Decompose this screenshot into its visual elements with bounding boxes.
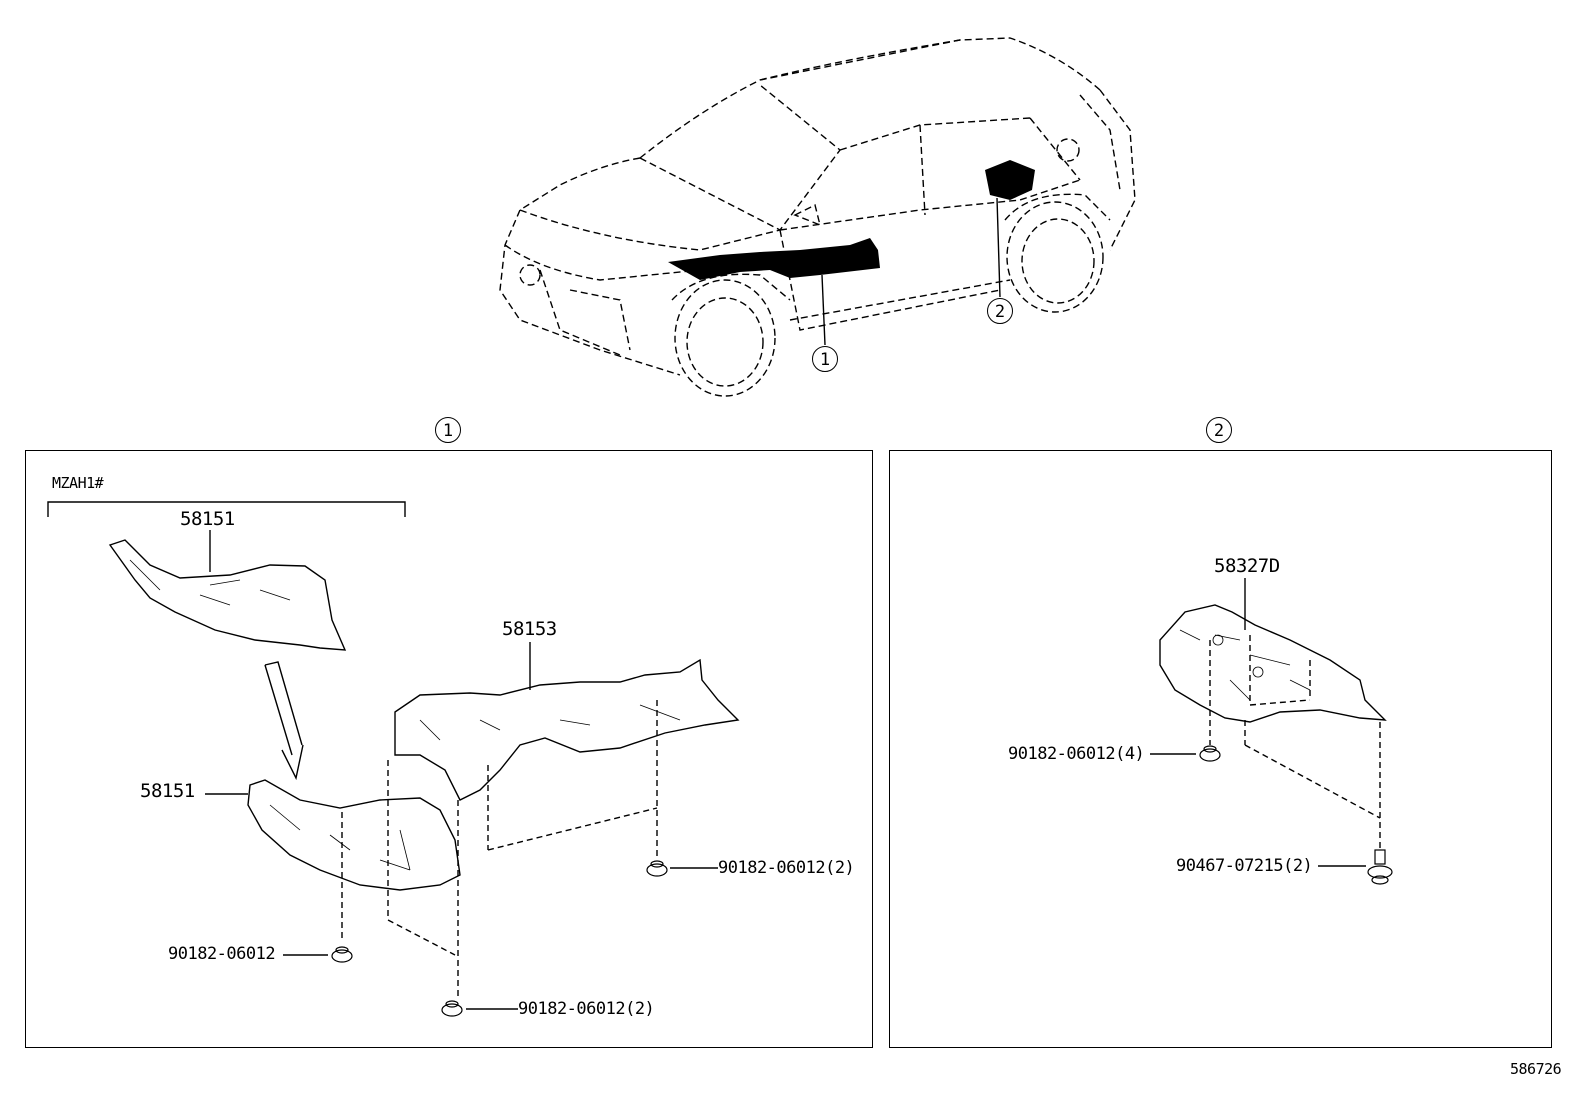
part-58327d-shape xyxy=(1159,604,1387,723)
vehicle-outline xyxy=(499,37,1136,397)
group-label-mzah1: MZAH1# xyxy=(52,474,104,492)
callout-2-vehicle[interactable]: 2 xyxy=(987,298,1013,324)
highlight-area-2 xyxy=(985,160,1035,200)
part-label-58151-lower[interactable]: 58151 xyxy=(140,780,195,802)
nut-icons-left xyxy=(331,860,668,1017)
part-label-58327d[interactable]: 58327D xyxy=(1214,555,1280,577)
fastener-label-90182-06012-2-b[interactable]: 90182-06012(2) xyxy=(518,999,655,1019)
fastener-label-90467-07215-2[interactable]: 90467-07215(2) xyxy=(1176,856,1313,876)
panel-left xyxy=(25,450,873,1048)
highlight-area-1 xyxy=(668,238,880,280)
part-label-58153[interactable]: 58153 xyxy=(502,618,557,640)
part-58153-shape xyxy=(394,658,740,801)
fastener-label-90182-06012-4[interactable]: 90182-06012(4) xyxy=(1008,744,1145,764)
part-label-58151-upper[interactable]: 58151 xyxy=(180,508,235,530)
nut-icons-right xyxy=(1199,745,1393,885)
part-58151-upper-shape xyxy=(108,539,347,651)
callout-1-panel[interactable]: 1 xyxy=(435,417,461,443)
fastener-label-90182-06012-2-a[interactable]: 90182-06012(2) xyxy=(718,858,855,878)
callout-1-vehicle[interactable]: 1 xyxy=(812,346,838,372)
panel-right xyxy=(889,450,1552,1048)
fastener-label-90182-06012[interactable]: 90182-06012 xyxy=(168,944,276,964)
part-58151-lower-shape xyxy=(247,779,461,891)
callout-2-panel[interactable]: 2 xyxy=(1206,417,1232,443)
diagram-id: 586726 xyxy=(1510,1060,1562,1078)
